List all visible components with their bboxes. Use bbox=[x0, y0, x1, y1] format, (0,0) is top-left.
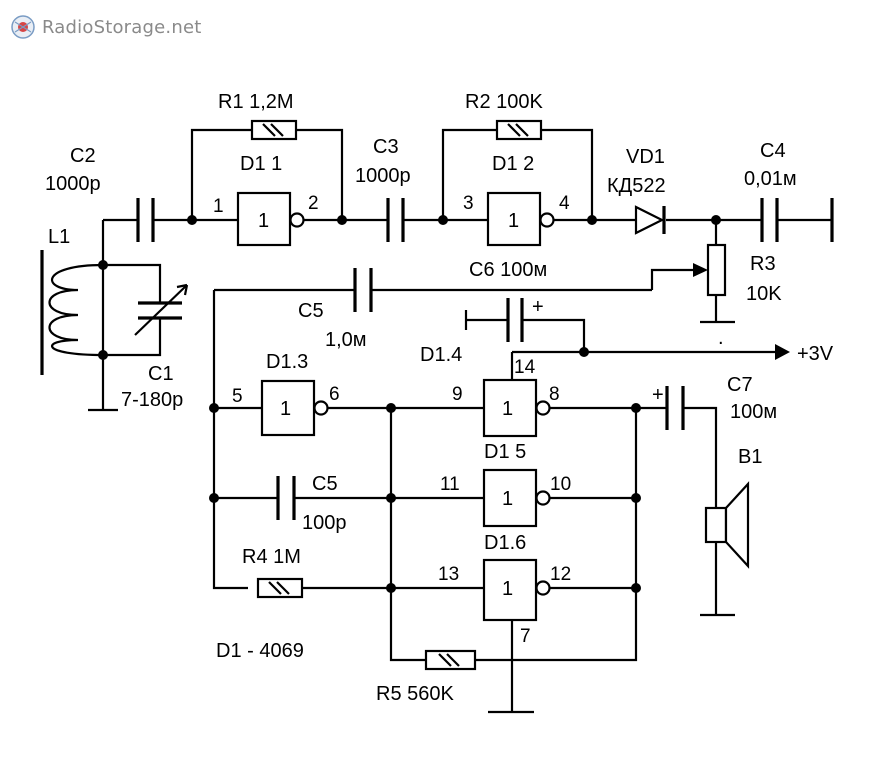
gate-d1-2: 1 bbox=[486, 191, 555, 247]
label-l1: L1 bbox=[48, 226, 70, 248]
label-r5: R5 560K bbox=[376, 683, 454, 705]
label-d1-4: D1.4 bbox=[420, 344, 462, 366]
pin-12: 12 bbox=[550, 564, 571, 585]
pin-2: 2 bbox=[308, 193, 319, 214]
label-c2-name: C2 bbox=[70, 145, 96, 167]
pin-11: 11 bbox=[440, 474, 460, 495]
label-c6: C6 100м bbox=[469, 259, 547, 281]
label-r4: R4 1M bbox=[242, 546, 301, 568]
pin-1: 1 bbox=[213, 196, 224, 217]
resistor-r1 bbox=[250, 119, 298, 141]
pin-numbers: 1 2 3 4 5 6 7 8 9 10 11 12 13 14 bbox=[213, 193, 571, 647]
resistor-r4 bbox=[256, 577, 304, 599]
gate-d1-3: 1 bbox=[260, 379, 329, 437]
junctions bbox=[98, 215, 721, 593]
label-c2-value: 1000p bbox=[45, 173, 101, 195]
potentiometer-r3 bbox=[706, 243, 727, 297]
label-c3-name: C3 bbox=[373, 136, 399, 158]
pin-4: 4 bbox=[559, 193, 570, 214]
gate-d1-6-symbol: 1 bbox=[502, 578, 513, 600]
gate-d1-2-symbol: 1 bbox=[508, 210, 519, 232]
capacitor-c2 bbox=[136, 198, 155, 242]
pin-10: 10 bbox=[550, 474, 571, 495]
capacitor-c5-100p bbox=[276, 476, 296, 520]
gate-d1-5-symbol: 1 bbox=[502, 398, 513, 420]
label-r2: R2 100K bbox=[465, 91, 543, 113]
label-c6-plus: + bbox=[532, 296, 544, 318]
gate-d1-1: 1 bbox=[236, 191, 305, 247]
label-c5a-name: C5 bbox=[298, 300, 324, 322]
capacitor-c1-variable bbox=[134, 275, 189, 345]
label-c4-value: 0,01м bbox=[744, 168, 797, 190]
gate-d1-3-symbol: 1 bbox=[280, 398, 291, 420]
speaker-b1-icon bbox=[704, 481, 750, 569]
label-d1-3: D1.3 bbox=[266, 351, 308, 373]
label-c1-value: 7-180p bbox=[121, 389, 183, 411]
pin-14: 14 bbox=[514, 357, 536, 378]
label-d1-2: D1 2 bbox=[492, 153, 534, 175]
capacitor-c5-1u bbox=[353, 268, 373, 312]
label-d1-1: D1 1 bbox=[240, 153, 282, 175]
inductor-l1 bbox=[40, 250, 104, 375]
pin-13: 13 bbox=[438, 564, 459, 585]
pin-6: 6 bbox=[329, 384, 340, 405]
label-vd1-name: VD1 bbox=[626, 146, 665, 168]
watermark-text: RadioStorage.net bbox=[42, 16, 202, 38]
label-d1-6: D1.6 bbox=[484, 532, 526, 554]
pin-3: 3 bbox=[463, 193, 474, 214]
pin-5: 5 bbox=[232, 386, 243, 407]
capacitor-c4 bbox=[760, 198, 834, 242]
gate-d1-1-symbol: 1 bbox=[258, 210, 269, 232]
label-c5a-value: 1,0м bbox=[325, 329, 367, 351]
label-c5b-value: 100p bbox=[302, 512, 347, 534]
wires bbox=[88, 128, 832, 714]
capacitor-c7 bbox=[665, 386, 685, 430]
capacitor-c6 bbox=[506, 298, 524, 342]
gate-d1-middle-symbol: 1 bbox=[502, 488, 513, 510]
label-c7-name: C7 bbox=[727, 374, 753, 396]
label-c1-name: C1 bbox=[148, 363, 174, 385]
label-c5b-name: C5 bbox=[312, 473, 338, 495]
supply-arrow-icon bbox=[775, 344, 790, 360]
pin-7: 7 bbox=[520, 626, 531, 647]
gate-d1-5: 1 bbox=[482, 378, 551, 438]
label-c3-value: 1000p bbox=[355, 165, 411, 187]
gate-d1-middle: 1 bbox=[482, 468, 551, 528]
pin-8: 8 bbox=[549, 384, 560, 405]
label-d1-chip: D1 - 4069 bbox=[216, 640, 304, 662]
resistor-r2 bbox=[495, 119, 543, 141]
pin-9: 9 bbox=[452, 384, 463, 405]
label-r3-name: R3 bbox=[750, 253, 776, 275]
gate-d1-6: 1 bbox=[482, 558, 551, 622]
label-dot: . bbox=[718, 327, 724, 349]
label-c7-plus: + bbox=[652, 384, 664, 406]
resistor-r5 bbox=[424, 649, 477, 671]
label-c7-value: 100м bbox=[730, 401, 777, 423]
component-labels: L1 C1 7-180p C2 1000p R1 1,2M D1 1 C3 10… bbox=[45, 91, 834, 705]
label-d1-5: D1 5 bbox=[484, 441, 526, 463]
wiper-arrow-icon bbox=[693, 263, 708, 277]
label-vd1-value: КД522 bbox=[607, 175, 666, 197]
label-c4-name: C4 bbox=[760, 140, 786, 162]
capacitor-c3 bbox=[386, 198, 405, 242]
radiostorage-logo: RadioStorage.net bbox=[10, 10, 201, 44]
logo-emblem-icon bbox=[10, 14, 36, 40]
diode-vd1 bbox=[634, 205, 666, 235]
label-supply: +3V bbox=[797, 343, 834, 365]
label-r3-value: 10K bbox=[746, 283, 782, 305]
label-r1: R1 1,2M bbox=[218, 91, 294, 113]
label-b1: B1 bbox=[738, 446, 762, 468]
